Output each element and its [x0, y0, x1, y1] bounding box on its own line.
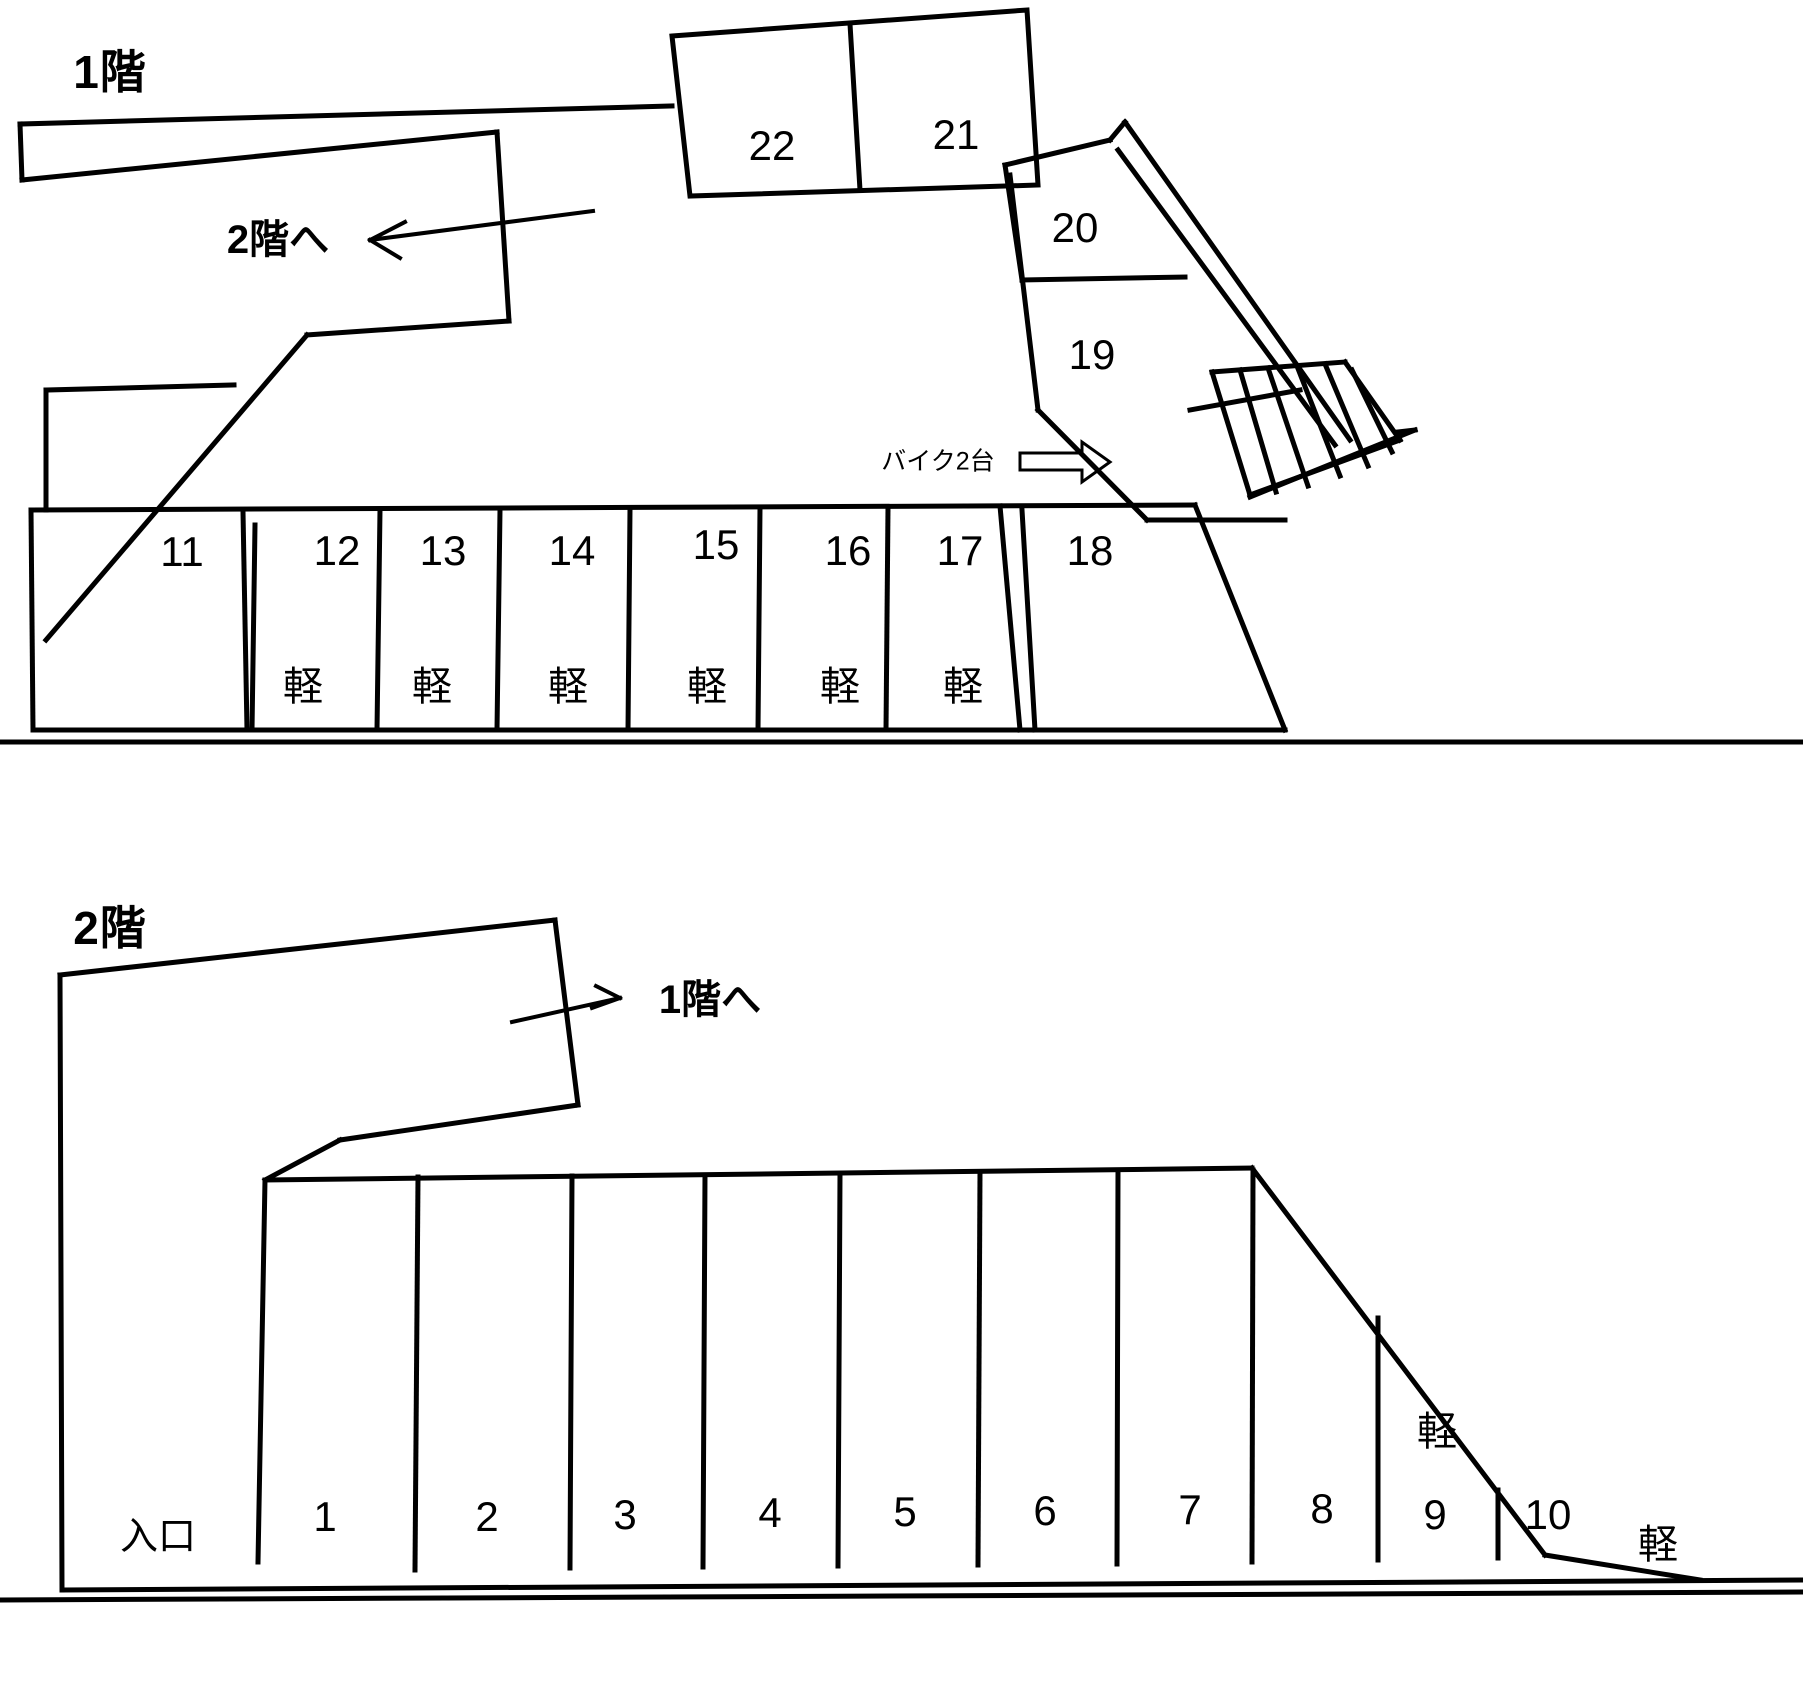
floor2-kei-9: 軽 — [1417, 1410, 1457, 1454]
floor1-upper-left-wall — [17, 103, 675, 183]
floor1-kei-16: 軽 — [820, 665, 860, 709]
floor1-stall-11: 11 — [160, 528, 204, 575]
floor1-stall-22: 22 — [748, 122, 796, 169]
floor1-stall-21: 21 — [932, 111, 980, 158]
floor1-bike-label: バイク2台 — [881, 447, 995, 476]
floor1-kei-15: 軽 — [687, 665, 727, 709]
floor1-stall-16: 16 — [824, 527, 872, 574]
floor1-kei-12: 軽 — [283, 665, 323, 709]
floor2-stall-2: 2 — [475, 1493, 499, 1540]
floor1-stall-14: 14 — [548, 527, 596, 574]
floor2-stall-3: 3 — [613, 1491, 637, 1538]
floor1-stairs-exit-line — [1246, 426, 1419, 501]
floor1-ramp-outline — [42, 129, 512, 644]
floor1-bike-arrow — [1018, 439, 1113, 485]
floor1-stall-19: 19 — [1068, 331, 1116, 378]
floor2-title: 2階 — [73, 902, 147, 954]
floor1-kei-13: 軽 — [412, 665, 452, 709]
floor1-ramp-arrow — [367, 208, 596, 261]
floor1-stall-18: 18 — [1066, 527, 1114, 574]
floor1-title: 1階 — [73, 46, 147, 98]
floor1-main-outline — [0, 501, 1803, 745]
floor1-stall-17: 17 — [936, 527, 984, 574]
floor1-kei-17: 軽 — [943, 665, 983, 709]
floor1-ramp-label: 2階へ — [226, 218, 330, 262]
floor2-stall-1: 1 — [313, 1493, 337, 1540]
floor1-stall-12: 12 — [313, 527, 361, 574]
floor1-top-stall-block — [669, 7, 1041, 199]
floor2-entrance-label: 入口 — [119, 1516, 197, 1558]
floor2-ramp-arrow — [509, 983, 623, 1025]
floor2-ramp-outline — [57, 917, 581, 1593]
floor2-stall-9: 9 — [1423, 1491, 1447, 1538]
floor2-stall-8: 8 — [1310, 1485, 1334, 1532]
floor2-stall-5: 5 — [893, 1488, 917, 1535]
floor2-stall-10: 10 — [1524, 1491, 1572, 1538]
floor1-stall-15: 15 — [692, 521, 740, 568]
floor2-main-outline — [0, 1164, 1803, 1603]
floor1-right-angled-stalls — [1001, 118, 1354, 524]
floor2-stall-4: 4 — [758, 1489, 782, 1536]
floor1-stall-20: 20 — [1051, 204, 1099, 251]
floor1-stall-dividers — [240, 503, 1038, 733]
floor1-stall-13: 13 — [419, 527, 467, 574]
floor2-stall-7: 7 — [1178, 1486, 1202, 1533]
floor2-kei-10: 軽 — [1638, 1523, 1678, 1567]
floor2-ramp-label: 1階へ — [658, 978, 762, 1022]
floor2-stall-dividers — [412, 1167, 1501, 1573]
floor2-stall-6: 6 — [1033, 1487, 1057, 1534]
floor1-kei-14: 軽 — [548, 665, 588, 709]
